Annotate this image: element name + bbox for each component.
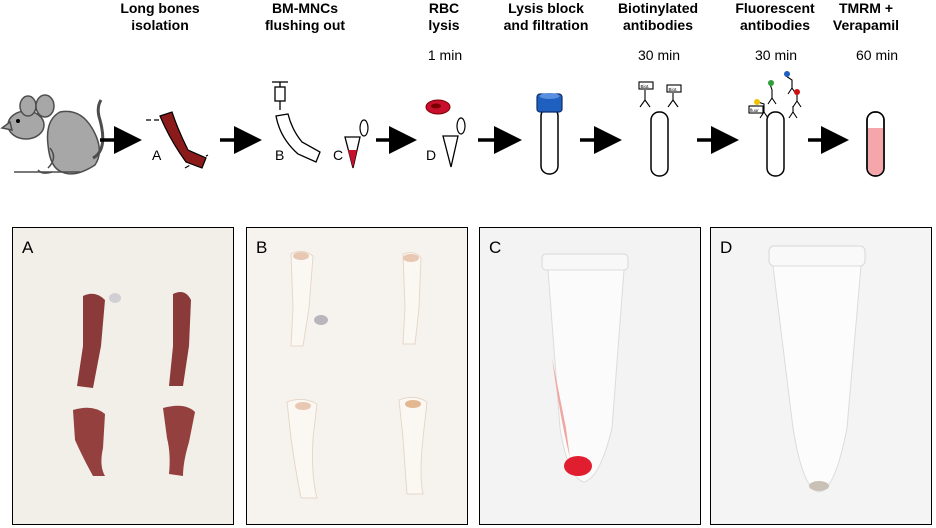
biotin-antibody-icon bbox=[638, 81, 682, 108]
bloody-bone-icon bbox=[73, 292, 195, 476]
fluorophore-green-icon bbox=[768, 80, 774, 86]
tube-d-icon bbox=[442, 117, 466, 168]
photo-panel-a: A bbox=[12, 227, 234, 525]
step-title-rbc-lysis: RBC lysis bbox=[428, 0, 460, 33]
step-time-fluorescent: 30 min bbox=[754, 47, 798, 63]
diagram-label-a: A bbox=[152, 147, 162, 163]
step-title-lysis-block: Lysis block and filtration bbox=[503, 0, 589, 33]
step-title-biotinylated: Biotinylated antibodies bbox=[617, 0, 699, 33]
step-title-flushing: BM-MNCs flushing out bbox=[264, 0, 346, 33]
flushed-bone-icon bbox=[275, 113, 321, 163]
step-title-long-bones: Long bones isolation bbox=[120, 0, 200, 33]
step-title-tmrm: TMRM + Verapamil bbox=[832, 0, 900, 33]
fluorophore-yellow-icon bbox=[754, 99, 760, 105]
photo-label-c: C bbox=[489, 238, 502, 257]
photo-label-a: A bbox=[22, 238, 34, 257]
mouse-icon bbox=[0, 94, 105, 175]
diagram-label-c: C bbox=[333, 147, 343, 163]
workflow-diagram: A B C D Biot. Biot. bbox=[0, 71, 885, 177]
step-title-fluorescent: Fluorescent antibodies bbox=[735, 0, 815, 33]
step-time-biotinylated: 30 min bbox=[637, 47, 681, 63]
biotin-label-2: Biot. bbox=[669, 87, 678, 92]
mouse-eye-icon bbox=[16, 119, 20, 123]
rbc-icon bbox=[425, 99, 451, 115]
photo-label-b: B bbox=[256, 238, 268, 257]
bone-icon bbox=[146, 111, 209, 169]
step-time-rbc-lysis: 1 min bbox=[427, 47, 463, 63]
photo-label-d: D bbox=[720, 238, 733, 257]
eppendorf-tube-red-icon bbox=[541, 253, 629, 483]
fluorophore-red-icon bbox=[794, 89, 800, 95]
photo-panel-c: C bbox=[479, 227, 701, 525]
fluorophore-label: fluor bbox=[750, 108, 759, 113]
photo-panel-d: D bbox=[710, 227, 932, 525]
antibody-tube-icon bbox=[650, 111, 669, 177]
step-time-tmrm: 60 min bbox=[855, 47, 899, 63]
fluorophore-blue-icon bbox=[784, 71, 790, 77]
diagram-label-d: D bbox=[426, 147, 436, 163]
fluorescent-tube-icon bbox=[766, 111, 785, 177]
tube-c-icon bbox=[344, 119, 369, 169]
filter-tube-icon bbox=[536, 93, 563, 175]
eppendorf-tube-clear-icon bbox=[768, 245, 866, 493]
flushed-bone-photo-icon bbox=[286, 250, 428, 499]
diagram-label-b: B bbox=[275, 147, 284, 163]
syringe-icon bbox=[272, 81, 288, 110]
biotin-label-1: Biot. bbox=[641, 84, 650, 89]
fluorescent-antibody-icon bbox=[748, 75, 802, 119]
tmrm-tube-icon bbox=[866, 111, 885, 177]
photo-panel-b: B bbox=[246, 227, 468, 525]
